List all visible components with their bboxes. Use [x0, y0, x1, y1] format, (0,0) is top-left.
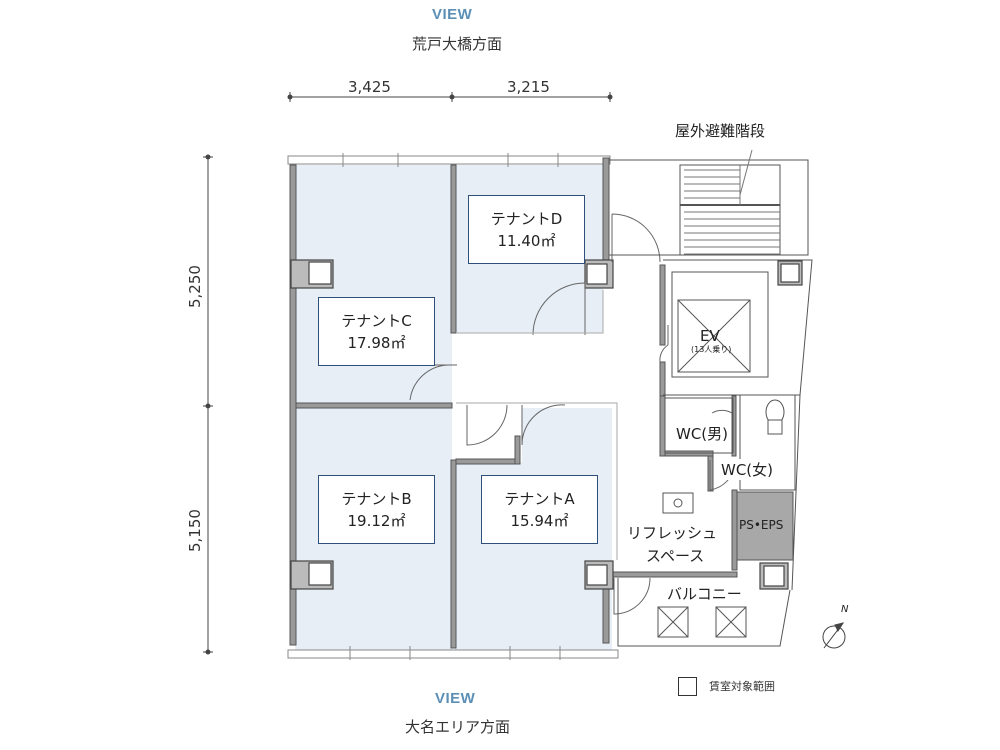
tenant-c-box: テナントC 17.98㎡ — [318, 297, 435, 366]
legend-label: 賃室対象範囲 — [709, 680, 775, 693]
balcony-label: バルコニー — [667, 585, 742, 603]
dimension-height-lower: 5,150 — [186, 509, 204, 552]
tenant-d-name: テナントD — [490, 209, 563, 228]
tenant-b-area: 19.12㎡ — [347, 511, 406, 530]
ps-eps-label: PS•EPS — [739, 518, 784, 532]
sink — [662, 492, 694, 514]
outdoor-stairs — [609, 159, 809, 256]
columns — [290, 259, 803, 590]
view-bottom-label: VIEW — [435, 690, 476, 707]
tenant-b-name: テナントB — [341, 489, 412, 508]
view-top-label: VIEW — [432, 6, 473, 23]
balcony — [617, 578, 791, 647]
view-top-direction: 荒戸大橋方面 — [412, 35, 503, 53]
legend-swatch — [678, 677, 697, 696]
dimension-width-left: 3,425 — [348, 78, 391, 96]
dimension-height-upper: 5,250 — [186, 265, 204, 308]
tenant-d-box: テナントD 11.40㎡ — [468, 195, 585, 264]
wc-men-label: WC(男) — [676, 423, 729, 444]
refresh-space-line2: スペース — [646, 547, 705, 565]
wc-area — [663, 394, 801, 591]
tenant-a-box: テナントA 15.94㎡ — [481, 475, 598, 544]
tenant-d-area: 11.40㎡ — [497, 231, 556, 250]
tenant-c-area: 17.98㎡ — [347, 333, 406, 352]
dimension-lines — [203, 92, 613, 655]
refresh-space-line1: リフレッシュ — [627, 524, 718, 542]
tenant-c-name: テナントC — [341, 311, 412, 330]
tenant-b-box: テナントB 19.12㎡ — [318, 475, 435, 544]
tenant-a-name: テナントA — [504, 489, 575, 508]
view-bottom-direction: 大名エリア方面 — [405, 718, 511, 736]
outdoor-stairs-label: 屋外避難階段 — [675, 122, 766, 140]
wc-women-label: WC(女) — [721, 459, 774, 480]
north-arrow-icon — [822, 622, 846, 649]
ev-label: EV — [700, 327, 720, 345]
ev-capacity: (13人乗り) — [691, 345, 732, 354]
north-label: N — [841, 604, 849, 615]
dimension-width-right: 3,215 — [507, 78, 550, 96]
tenant-a-area: 15.94㎡ — [510, 511, 569, 530]
ps-eps-shaft — [736, 491, 794, 561]
